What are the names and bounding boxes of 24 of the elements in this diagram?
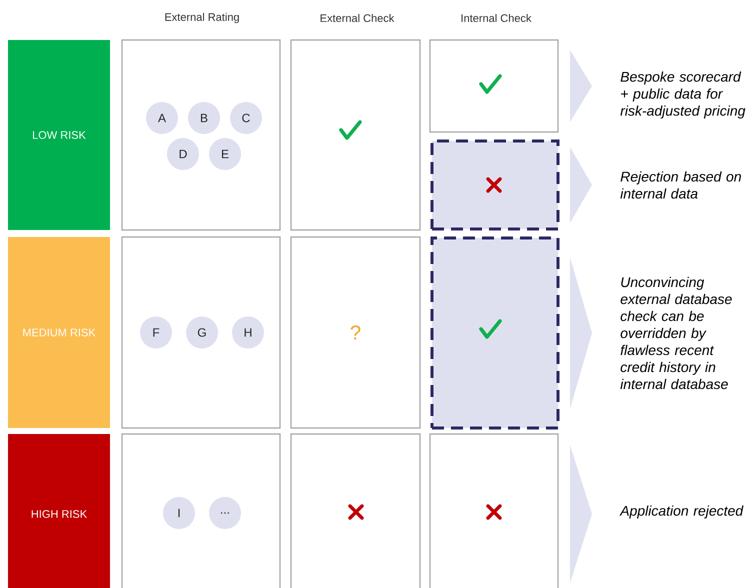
outcome-text: Rejection based on internal data bbox=[620, 171, 741, 199]
rating-box bbox=[121, 433, 281, 588]
dashed-box bbox=[430, 236, 560, 430]
dashed-box bbox=[430, 140, 560, 230]
rating-box bbox=[121, 39, 281, 231]
risk-band: MEDIUM RISK bbox=[8, 237, 110, 428]
outcome-text: Unconvincing external database check can be overridden by flawless recent credit history in internal database bbox=[620, 276, 732, 390]
outcome-text: Application rejected bbox=[620, 505, 744, 519]
risk-band: LOW RISK bbox=[8, 40, 110, 230]
chevron-arrow bbox=[570, 257, 592, 409]
check-box bbox=[290, 433, 421, 588]
chevron-arrow bbox=[570, 147, 592, 223]
check-box bbox=[290, 39, 421, 231]
check-box: ? bbox=[290, 236, 421, 429]
column-header: External Check bbox=[320, 14, 394, 22]
column-header: Internal Check bbox=[462, 14, 532, 22]
chevron-arrow bbox=[570, 445, 592, 583]
check-box bbox=[429, 433, 559, 588]
outcome-text: Bespoke scorecard + public data for risk-adjusted pricing bbox=[620, 71, 746, 119]
chevron-arrow bbox=[570, 50, 592, 122]
rating-box bbox=[121, 236, 281, 429]
check-box bbox=[429, 39, 559, 133]
column-header: External Rating bbox=[165, 12, 239, 24]
risk-band: HIGH RISK bbox=[8, 434, 110, 588]
